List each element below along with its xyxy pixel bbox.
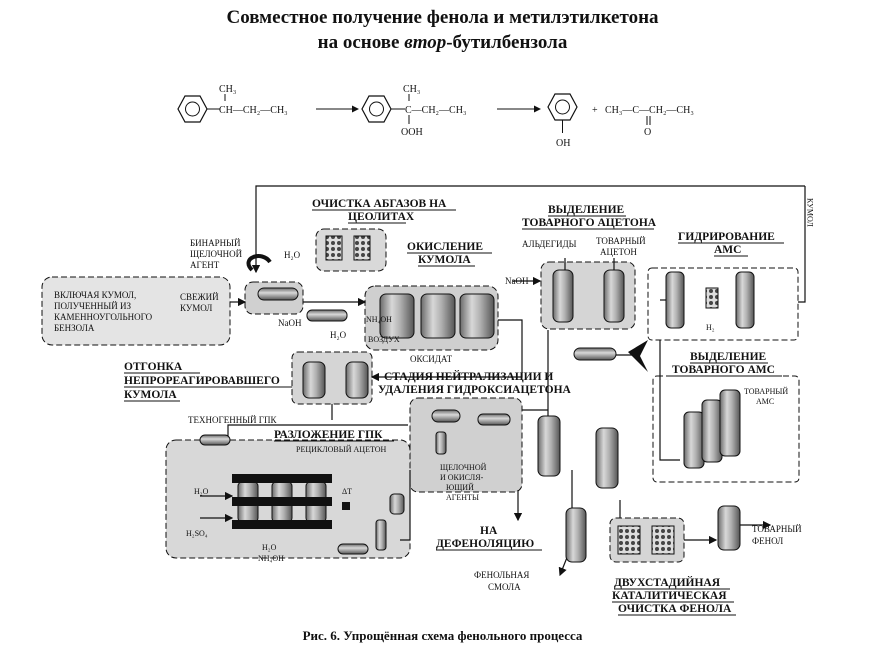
stripping-heading-3: КУМОЛА	[124, 389, 177, 401]
subtitle-italic: втор	[404, 32, 447, 53]
feed-label-2: ПОЛУЧЕННЫЙ ИЗ	[54, 301, 131, 311]
alk-agent-3: ЮЩИЙ	[446, 483, 474, 492]
kumol-return-arrow	[628, 340, 648, 372]
stripping-heading-1: ОТГОНКА	[124, 361, 183, 373]
figure-caption: Рис. 6. Упрощённая схема фенольного проц…	[302, 628, 583, 643]
recycle-acetone-label: РЕЦИКЛОВЫЙ АЦЕТОН	[296, 445, 387, 454]
oxidat-label: ОКСИДАТ	[410, 354, 453, 364]
binary-agent-label-3: АГЕНТ	[190, 260, 220, 270]
acetone-heading-2: ТОВАРНОГО АЦЕТОНА	[522, 217, 657, 229]
ch3-b: CH₃	[403, 84, 420, 95]
decomp-heading: РАЗЛОЖЕНИЕ ГПК	[274, 429, 383, 441]
fresh-kumol-1: СВЕЖИЙ	[180, 292, 219, 302]
fresh-kumol-2: КУМОЛ	[180, 303, 212, 313]
alk-agent-2: И ОКИСЛЯ-	[440, 473, 484, 482]
h2o-bottom: H₂O	[262, 543, 277, 552]
naoh-left: NaOH	[278, 318, 302, 328]
mek-o: O	[644, 127, 651, 138]
reaction-scheme: CH₃ CH—CH₂—CH₃ CH₃ C—CH₂—CH₃ OOH OH + CH…	[177, 84, 694, 149]
nh4oh-bottom: NH₄OH	[258, 554, 284, 563]
hydro-box	[647, 267, 799, 341]
oh: OH	[556, 138, 570, 149]
chain-b: C—CH₂—CH₃	[405, 105, 466, 116]
oxidation-heading-2: КУМОЛА	[418, 254, 471, 266]
binary-agent-label-1: БИНАРНЫЙ	[190, 238, 241, 248]
ams-product-2: АМС	[756, 397, 774, 406]
ams-heading-2: ТОВАРНОГО АМС	[672, 364, 775, 376]
phenol-product-1: ТОВАРНЫЙ	[752, 524, 802, 534]
acetone-product-2: АЦЕТОН	[600, 247, 637, 257]
plus: +	[592, 105, 598, 116]
stripping-heading-2: НЕПРОРЕАГИРОВАВШЕГО	[124, 375, 280, 387]
delta-t-label: ΔT	[342, 487, 352, 496]
binary-agent-label-2: ЩЕЛОЧНОЙ	[190, 249, 243, 259]
feed-label-3: КАМЕННОУГОЛЬНОГО	[54, 312, 153, 322]
subtitle-pre: на основе	[317, 32, 405, 53]
h2so4-label: H₂SO₄	[186, 529, 208, 538]
feed-box	[41, 276, 231, 346]
catalytic-heading-2: КАТАЛИТИЧЕСКАЯ	[612, 590, 727, 602]
ooh: OOH	[401, 127, 423, 138]
nh4oh-label: NH₄OH	[366, 315, 392, 324]
feed-label-1: ВКЛЮЧАЯ КУМОЛ,	[54, 290, 136, 300]
phenol-product-2: ФЕНОЛ	[752, 536, 783, 546]
h2o-mid: H₂O	[330, 330, 347, 340]
acetone-heading-1: ВЫДЕЛЕНИЕ	[548, 204, 625, 216]
page-subtitle: на основе втор-бутилбензола	[0, 31, 885, 55]
naoh-right: NaOH	[505, 276, 529, 286]
tech-gpk-label: ТЕХНОГЕННЫЙ ГПК	[188, 415, 277, 425]
feed-label-4: БЕНЗОЛА	[54, 323, 95, 333]
aldehydes-label: АЛЬДЕГИДЫ	[522, 239, 577, 249]
equipment	[199, 235, 755, 563]
mek: CH₃—C—CH₂—CH₃	[605, 105, 694, 116]
h2o-top: H₂O	[284, 250, 301, 260]
dephenol-heading-1: НА	[480, 525, 498, 537]
alk-agent-4: АГЕНТЫ	[446, 493, 479, 502]
chain-a: CH—CH₂—CH₃	[219, 105, 288, 116]
catalytic-heading-3: ОЧИСТКА ФЕНОЛА	[618, 603, 732, 615]
neutral-heading-1: СТАДИЯ НЕЙТРАЛИЗАЦИИ И	[384, 369, 553, 383]
dephenol-heading-2: ДЕФЕНОЛЯЦИЮ	[436, 538, 534, 550]
ams-product-1: ТОВАРНЫЙ	[744, 387, 788, 396]
abgaz-heading-2: ЦЕОЛИТАХ	[348, 211, 415, 223]
air-label: ВОЗДУХ	[368, 335, 400, 344]
subtitle-post: -бутилбензола	[446, 32, 568, 53]
resin-label-1: ФЕНОЛЬНАЯ	[474, 570, 529, 580]
oxidation-heading-1: ОКИСЛЕНИЕ	[407, 241, 483, 253]
page-title: Совместное получение фенола и метилэтилк…	[226, 7, 659, 28]
hydro-heading-1: ГИДРИРОВАНИЕ	[678, 231, 775, 243]
neutral-heading-2: УДАЛЕНИЯ ГИДРОКСИАЦЕТОНА	[378, 384, 572, 396]
h2-label: H₂	[706, 323, 715, 332]
h2o-low: H₂O	[194, 487, 209, 496]
benzene-ring-2	[361, 95, 392, 123]
abgaz-heading-1: ОЧИСТКА АБГАЗОВ НА	[312, 198, 447, 210]
phenol-ring	[547, 93, 578, 121]
hydro-heading-2: АМС	[714, 244, 741, 256]
resin-label-2: СМОЛА	[488, 582, 521, 592]
binary-agent-arrow	[246, 254, 272, 272]
ams-heading-1: ВЫДЕЛЕНИЕ	[690, 351, 767, 363]
alk-agent-1: ЩЕЛОЧНОЙ	[440, 463, 487, 472]
benzene-ring-1	[177, 95, 208, 123]
catalytic-heading-1: ДВУХСТАДИЙНАЯ	[614, 575, 721, 589]
kumol-vertical: КУМОЛ	[806, 198, 815, 227]
acetone-product-1: ТОВАРНЫЙ	[596, 236, 646, 246]
ch3-a: CH₃	[219, 84, 236, 95]
